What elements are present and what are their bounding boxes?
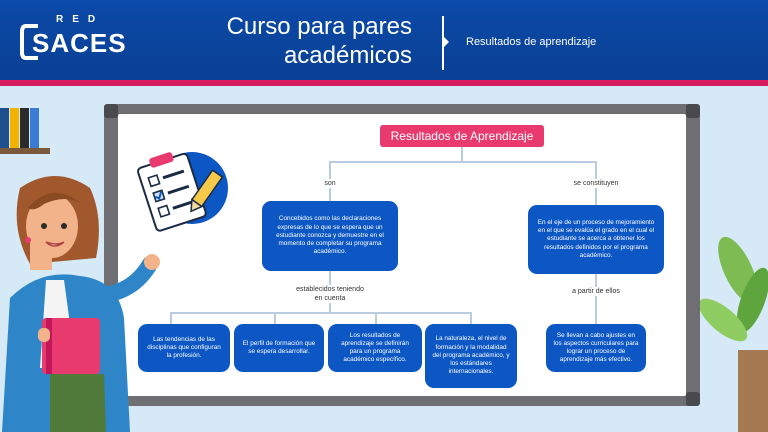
connector-line <box>329 161 597 163</box>
concept-box-resultados: Los resultados de aprendizaje se definir… <box>328 324 422 372</box>
book-illustration <box>0 108 9 148</box>
concept-box-naturaleza: La naturaleza, el nivel de formación y l… <box>425 324 517 388</box>
connector-label-son: son <box>312 179 348 188</box>
connector-label-line2: en cuenta <box>314 295 346 302</box>
connector-line <box>170 312 472 314</box>
whiteboard-corner <box>686 392 700 406</box>
connector-label-se-constituyen: se constituyen <box>562 179 630 188</box>
teacher-illustration <box>2 176 160 432</box>
course-title-line1: Curso para pares <box>226 13 412 40</box>
concept-box-definition: Concebidos como las declaraciones expres… <box>262 201 398 271</box>
header-accent-stripe <box>0 80 768 86</box>
connector-line <box>274 312 276 324</box>
connector-line <box>595 274 597 324</box>
section-title: Resultados de aprendizaje <box>466 36 597 48</box>
course-title-line2: académicos <box>283 42 412 69</box>
plant-illustration <box>698 236 768 432</box>
concept-box-ajustes: Se llevan a cabo ajustes en los aspectos… <box>546 324 646 372</box>
checklist-clipboard-icon <box>137 152 228 232</box>
concept-box-tendencias: Las tendencias de las disciplinas que co… <box>138 324 230 372</box>
connector-label-line1: establecidos teniendo <box>296 286 364 293</box>
course-title: Curso para pares académicos <box>152 12 412 70</box>
logo-saces-text: SACES <box>32 28 127 58</box>
connector-label-a-partir: a partir de ellos <box>560 287 632 296</box>
logo-red-text: RED <box>56 14 105 25</box>
book-illustration <box>10 108 19 148</box>
wall-shelf <box>0 148 50 154</box>
gear-logo-icon <box>20 24 38 60</box>
connector-line <box>170 312 172 324</box>
concept-box-perfil: El perfil de formación que se espera des… <box>234 324 324 372</box>
connector-line <box>375 312 377 324</box>
book-illustration <box>30 108 39 148</box>
map-title: Resultados de Aprendizaje <box>380 125 544 147</box>
header-bar <box>0 0 768 84</box>
concept-box-improvement: En el eje de un proceso de mejoramiento … <box>528 205 664 274</box>
red-saces-logo: RED SACES <box>20 14 126 66</box>
header-arrow-icon <box>443 36 449 48</box>
whiteboard-corner <box>104 104 118 118</box>
book-illustration <box>20 108 29 148</box>
whiteboard-corner <box>686 104 700 118</box>
connector-label-establecidos: establecidos teniendo en cuenta <box>282 285 378 303</box>
connector-line <box>470 312 472 324</box>
connector-line <box>461 147 463 161</box>
